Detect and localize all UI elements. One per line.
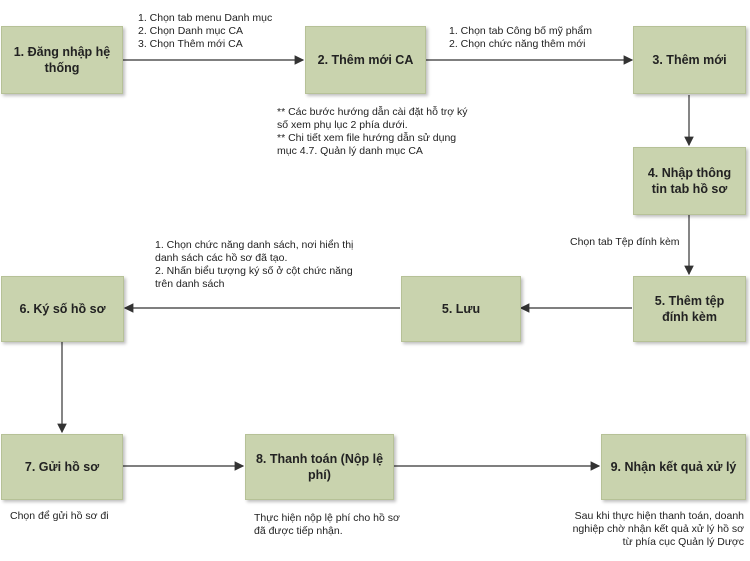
step-5-save: 5. Lưu	[401, 276, 521, 342]
note-sign-instructions: 1. Chọn chức năng danh sách, nơi hiển th…	[155, 239, 354, 290]
note-attachment-tab: Chọn tab Tệp đính kèm	[570, 236, 680, 248]
step-3-add-new: 3. Thêm mới	[633, 26, 746, 94]
step-6-sign: 6. Ký số hồ sơ	[1, 276, 124, 342]
step-8-payment: 8. Thanh toán (Nộp lệ phí)	[245, 434, 394, 500]
step-1-login: 1. Đăng nhập hệ thống	[1, 26, 123, 94]
note-send: Chọn để gửi hồ sơ đi	[10, 510, 109, 522]
step-5b-attach-file: 5. Thêm tệp đính kèm	[633, 276, 746, 342]
step-9-result: 9. Nhận kết quả xử lý	[601, 434, 746, 500]
step-7-send: 7. Gửi hồ sơ	[1, 434, 123, 500]
step-4-enter-info: 4. Nhập thông tin tab hồ sơ	[633, 147, 746, 215]
step-2-add-ca: 2. Thêm mới CA	[305, 26, 426, 94]
